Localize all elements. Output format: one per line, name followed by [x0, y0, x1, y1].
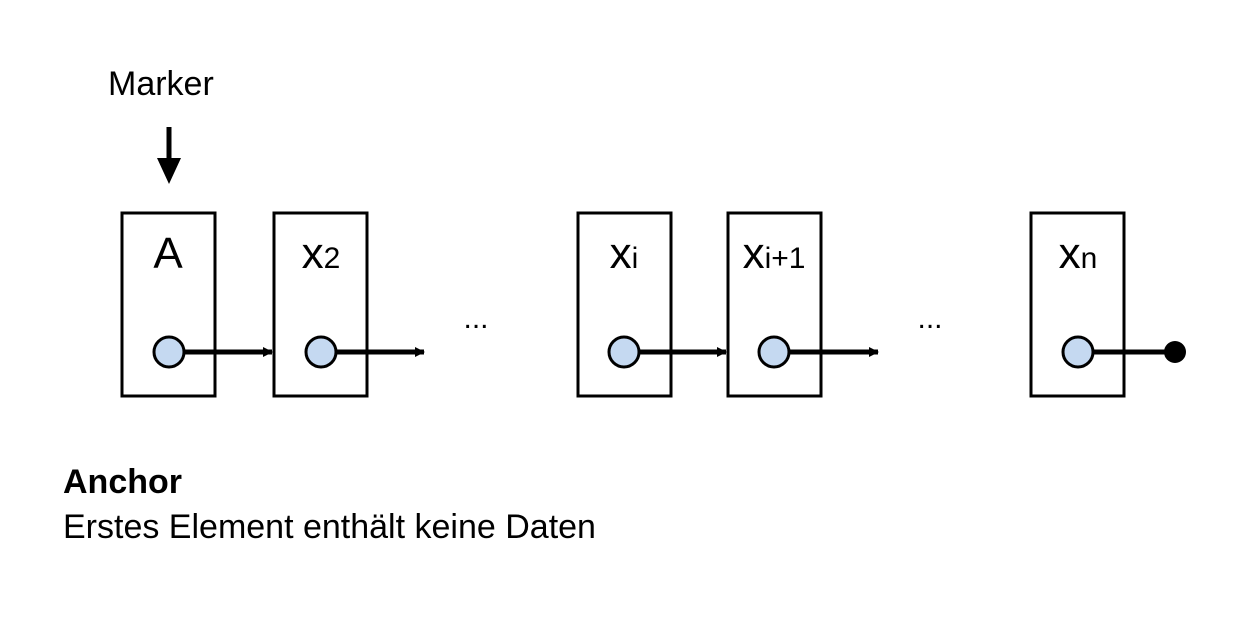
null-terminator-dot	[1164, 341, 1186, 363]
ellipsis-right: ...	[917, 302, 942, 335]
node-label-anchor: A	[153, 229, 183, 278]
node-label-x2: x2	[302, 229, 341, 278]
marker-arrow-head	[157, 158, 181, 184]
caption-subtitle: Erstes Element enthält keine Daten	[63, 508, 596, 546]
pointer-circle-xi1	[757, 335, 791, 369]
node-label-xi: xi	[610, 229, 639, 278]
pointer-circle-xn	[1061, 335, 1095, 369]
caption-title: Anchor	[63, 463, 182, 501]
pointer-circle-xi	[607, 335, 641, 369]
node-label-xn: xn	[1059, 229, 1098, 278]
pointer-circle-x2	[304, 335, 338, 369]
pointer-circle-anchor	[152, 335, 186, 369]
node-label-xi1: xi+1	[743, 229, 806, 278]
ellipsis-left: ...	[463, 302, 488, 335]
marker-label: Marker	[108, 65, 214, 103]
